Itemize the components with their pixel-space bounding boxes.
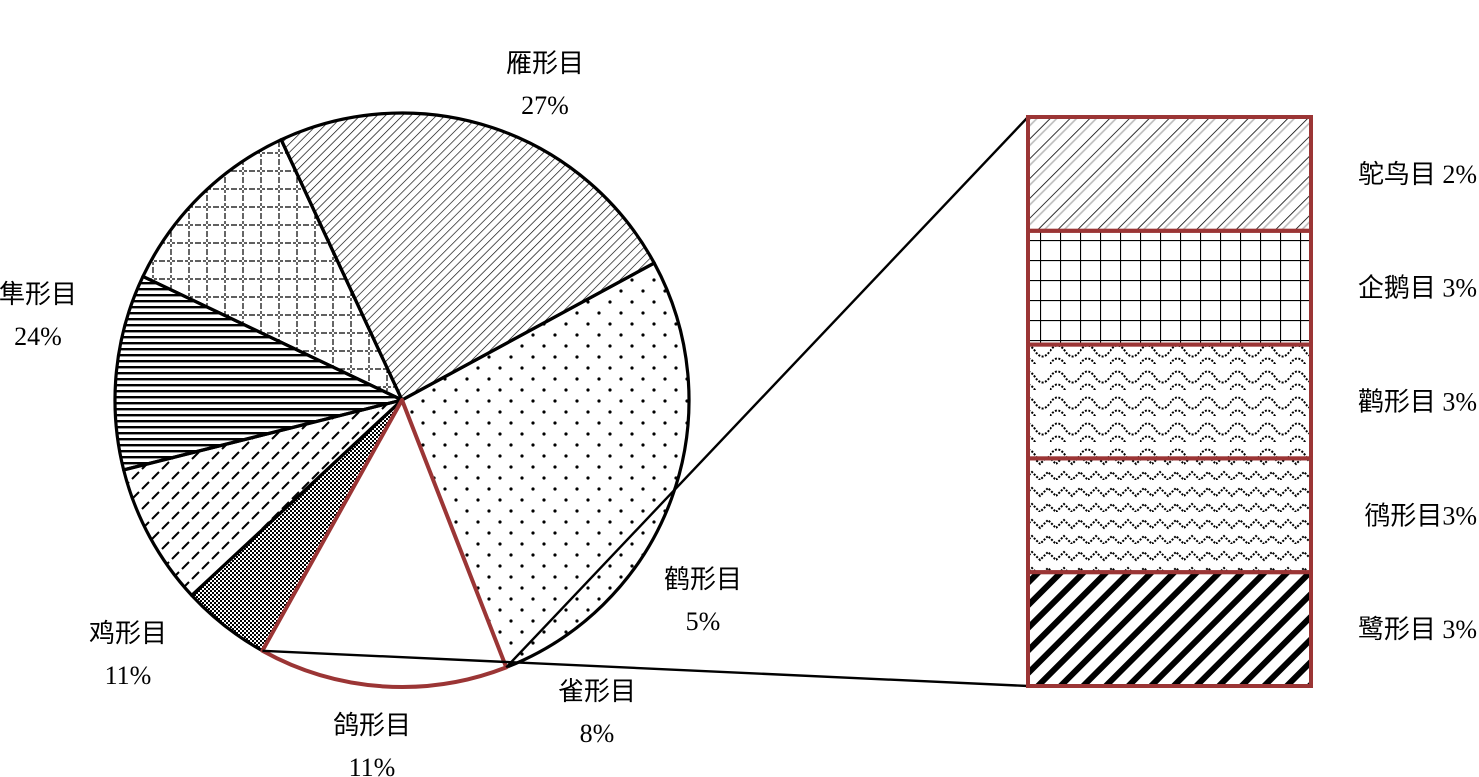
breakdown-label: 鸻形目3% [1364, 501, 1477, 530]
slice-percent-label: 8% [580, 719, 615, 748]
slice-percent-label: 24% [14, 322, 62, 351]
slice-name-label: 鸽形目 [333, 711, 411, 740]
slice-name-label: 雀形目 [558, 677, 636, 706]
slice-percent-label: 5% [686, 607, 721, 636]
breakdown-box [1026, 570, 1313, 689]
pie-slice-4 [113, 274, 404, 472]
breakdown-box [1026, 342, 1313, 461]
pie-slice-6 [279, 111, 656, 402]
pie-slice-5 [141, 138, 404, 402]
slice-percent-label: 11% [349, 753, 396, 777]
connector-line-top [505, 116, 1029, 669]
connector-line-bottom [262, 649, 1029, 688]
breakdown-box [1026, 115, 1313, 233]
slice-name-label: 雁形目 [506, 49, 584, 78]
pie-slice-3 [122, 398, 404, 597]
slice-name-label: 鹤形目 [664, 565, 742, 594]
breakdown-box [1026, 456, 1313, 575]
slice-name-label: 隼形目 [0, 280, 77, 309]
breakdown-label: 鹭形目 3% [1358, 615, 1477, 644]
breakdown-label: 企鹅目 3% [1358, 274, 1477, 303]
slice-name-label: 鸡形目 [89, 619, 167, 648]
breakdown-label: 鸵鸟目 2% [1358, 160, 1477, 189]
slice-percent-label: 11% [105, 661, 152, 690]
breakdown-label: 鹳形目 3% [1358, 388, 1477, 417]
pie-slice-other [260, 398, 509, 689]
pie-slice-0 [400, 261, 691, 669]
slice-percent-label: 27% [521, 91, 569, 120]
breakdown-box [1026, 228, 1313, 347]
